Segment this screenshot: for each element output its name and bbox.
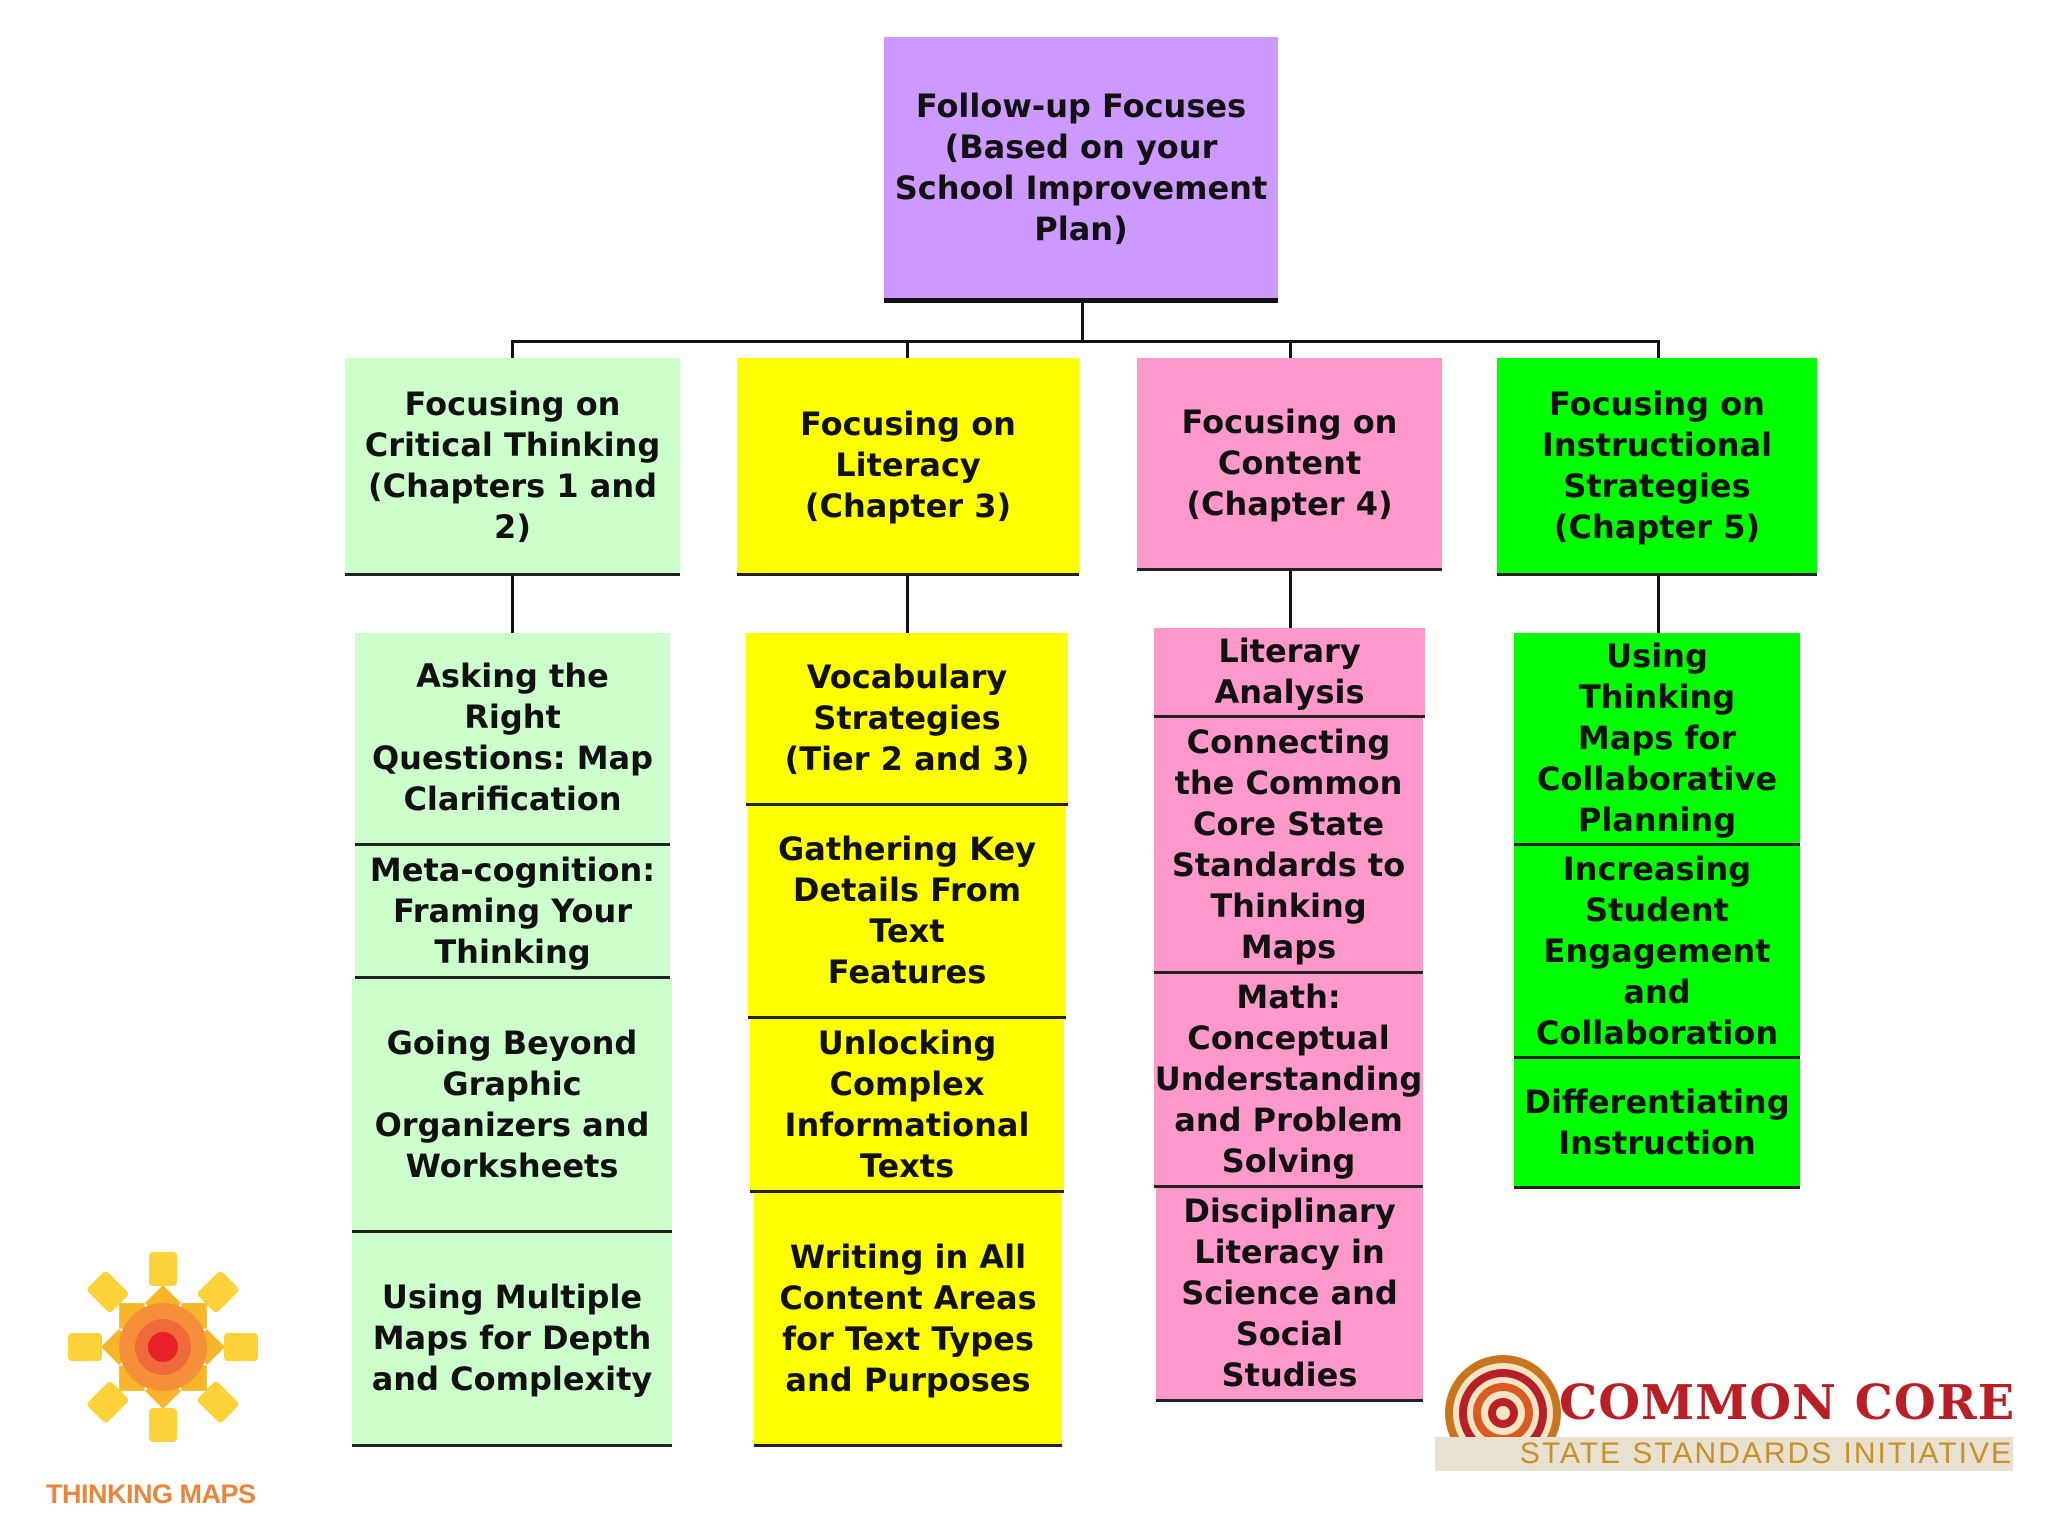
connector-col3-up [1289, 340, 1292, 359]
item-multiple-maps-text: Using Multiple Maps for Depth and Comple… [371, 1278, 653, 1398]
item-meta-cognition-text: Meta-cognition: Framing Your Thinking [369, 850, 656, 971]
item-literary-analysis: Literary Analysis [1154, 628, 1425, 718]
thinking-maps-sun-icon [68, 1252, 258, 1442]
item-connecting-ccss-text: Connecting the Common Core State Standar… [1171, 722, 1406, 966]
connector-col1-up [511, 340, 514, 359]
root-box: Follow-up Focuses (Based on your School … [884, 37, 1278, 303]
item-math-conceptual: Math: Conceptual Understanding and Probl… [1154, 974, 1423, 1188]
item-gathering-key-details: Gathering Key Details From Text Features [748, 806, 1066, 1019]
item-map-clarification-text: Asking the Right Questions: Map Clarific… [371, 657, 654, 818]
item-literary-analysis-text: Literary Analysis [1214, 631, 1365, 711]
item-map-clarification: Asking the Right Questions: Map Clarific… [355, 633, 670, 846]
item-connecting-ccss: Connecting the Common Core State Standar… [1154, 718, 1423, 974]
item-student-engagement: Increasing Student Engagement and Collab… [1514, 846, 1800, 1059]
item-gathering-key-details-text: Gathering Key Details From Text Features [777, 830, 1036, 991]
item-unlocking-complex-texts-text: Unlocking Complex Informational Texts [784, 1023, 1030, 1185]
item-collaborative-planning-text: Using Thinking Maps for Collaborative Pl… [1536, 636, 1778, 839]
header-content-text: Focusing on Content (Chapter 4) [1181, 402, 1398, 523]
item-differentiating-instruction: Differentiating Instruction [1514, 1059, 1800, 1189]
item-meta-cognition: Meta-cognition: Framing Your Thinking [355, 846, 670, 979]
connector-col4-up [1657, 340, 1660, 359]
item-unlocking-complex-texts: Unlocking Complex Informational Texts [750, 1019, 1064, 1193]
common-core-logo-title: COMMON CORE [1559, 1375, 2016, 1431]
header-critical-thinking: Focusing on Critical Thinking (Chapters … [345, 358, 680, 576]
connector-horizontal [511, 340, 1660, 343]
common-core-logo: COMMON CORE STATE STANDARDS INITIATIVE [1435, 1345, 2015, 1475]
common-core-logo-subtitle: STATE STANDARDS INITIATIVE [1435, 1437, 2013, 1471]
header-literacy: Focusing on Literacy (Chapter 3) [737, 358, 1079, 576]
item-multiple-maps: Using Multiple Maps for Depth and Comple… [352, 1233, 672, 1447]
header-instructional-strategies: Focusing on Instructional Strategies (Ch… [1497, 358, 1817, 576]
item-writing-content-areas: Writing in All Content Areas for Text Ty… [754, 1193, 1062, 1447]
connector-col4-down [1657, 575, 1660, 633]
item-disciplinary-literacy: Disciplinary Literacy in Science and Soc… [1156, 1188, 1423, 1402]
connector-root-down [1081, 302, 1084, 342]
header-instructional-strategies-text: Focusing on Instructional Strategies (Ch… [1541, 384, 1773, 546]
connector-col2-down [906, 575, 909, 633]
root-text: Follow-up Focuses (Based on your School … [894, 86, 1268, 248]
item-differentiating-instruction-text: Differentiating Instruction [1524, 1082, 1790, 1162]
connector-col1-down [511, 575, 514, 633]
item-disciplinary-literacy-text: Disciplinary Literacy in Science and Soc… [1181, 1192, 1398, 1394]
connector-col2-up [906, 340, 909, 359]
item-student-engagement-text: Increasing Student Engagement and Collab… [1535, 849, 1779, 1052]
item-writing-content-areas-text: Writing in All Content Areas for Text Ty… [779, 1237, 1037, 1399]
item-beyond-graphic-organizers: Going Beyond Graphic Organizers and Work… [352, 979, 672, 1233]
thinking-maps-logo-text: THINKING MAPS [46, 1479, 256, 1509]
item-math-conceptual-text: Math: Conceptual Understanding and Probl… [1154, 978, 1423, 1180]
item-vocabulary-strategies: Vocabulary Strategies (Tier 2 and 3) [746, 633, 1068, 806]
header-literacy-text: Focusing on Literacy (Chapter 3) [800, 405, 1016, 525]
header-critical-thinking-text: Focusing on Critical Thinking (Chapters … [364, 384, 661, 546]
item-collaborative-planning: Using Thinking Maps for Collaborative Pl… [1514, 633, 1800, 846]
thinking-maps-logo: THINKING MAPS [38, 1235, 298, 1515]
item-vocabulary-strategies-text: Vocabulary Strategies (Tier 2 and 3) [784, 657, 1030, 778]
item-beyond-graphic-organizers-text: Going Beyond Graphic Organizers and Work… [374, 1023, 650, 1185]
header-content: Focusing on Content (Chapter 4) [1137, 358, 1442, 571]
connector-col3-down [1289, 570, 1292, 628]
